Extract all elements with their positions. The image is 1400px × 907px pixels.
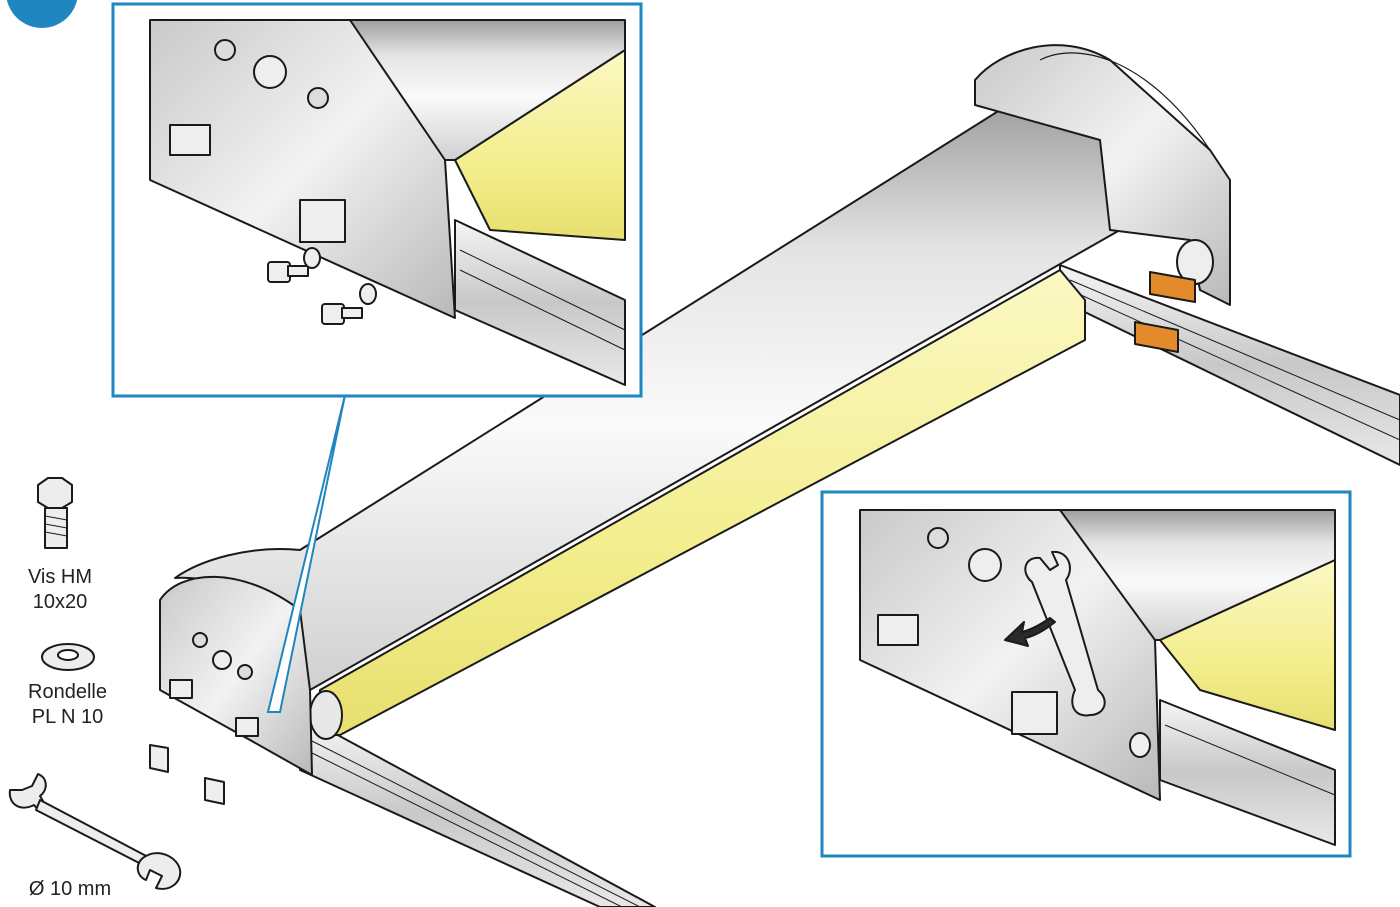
left-end-plate bbox=[159, 575, 313, 776]
washer-label-line2: PL N 10 bbox=[31, 706, 104, 728]
step-badge bbox=[6, 0, 78, 28]
bolt-label-line2: 10x20 bbox=[32, 591, 88, 613]
washer-icon bbox=[41, 643, 95, 671]
hex-bolt-icon bbox=[37, 477, 73, 549]
washer-label: Rondelle PL N 10 bbox=[10, 680, 125, 730]
washer-label-line1: Rondelle bbox=[28, 681, 107, 703]
callout-wrench-icon bbox=[1024, 550, 1106, 717]
front-rail bbox=[299, 719, 656, 907]
orange-bracket-2 bbox=[1134, 321, 1179, 353]
loose-bracket-1 bbox=[149, 744, 169, 773]
callout-bolt-1 bbox=[267, 247, 321, 283]
bolt-label: Vis HM 10x20 bbox=[10, 565, 110, 615]
orange-bracket-1 bbox=[1149, 271, 1196, 303]
callout-bolt-2 bbox=[321, 283, 377, 325]
cassette-assembly bbox=[149, 44, 1400, 907]
callout-top-left bbox=[111, 2, 643, 713]
wrench-size-label: Ø 10 mm bbox=[28, 878, 112, 900]
wrench-icon bbox=[8, 773, 182, 890]
bolt-label-line1: Vis HM bbox=[27, 566, 93, 588]
callout-bottom-right bbox=[820, 490, 1352, 858]
rotate-arrow-icon bbox=[1004, 617, 1056, 647]
loose-bracket-2 bbox=[204, 777, 225, 805]
